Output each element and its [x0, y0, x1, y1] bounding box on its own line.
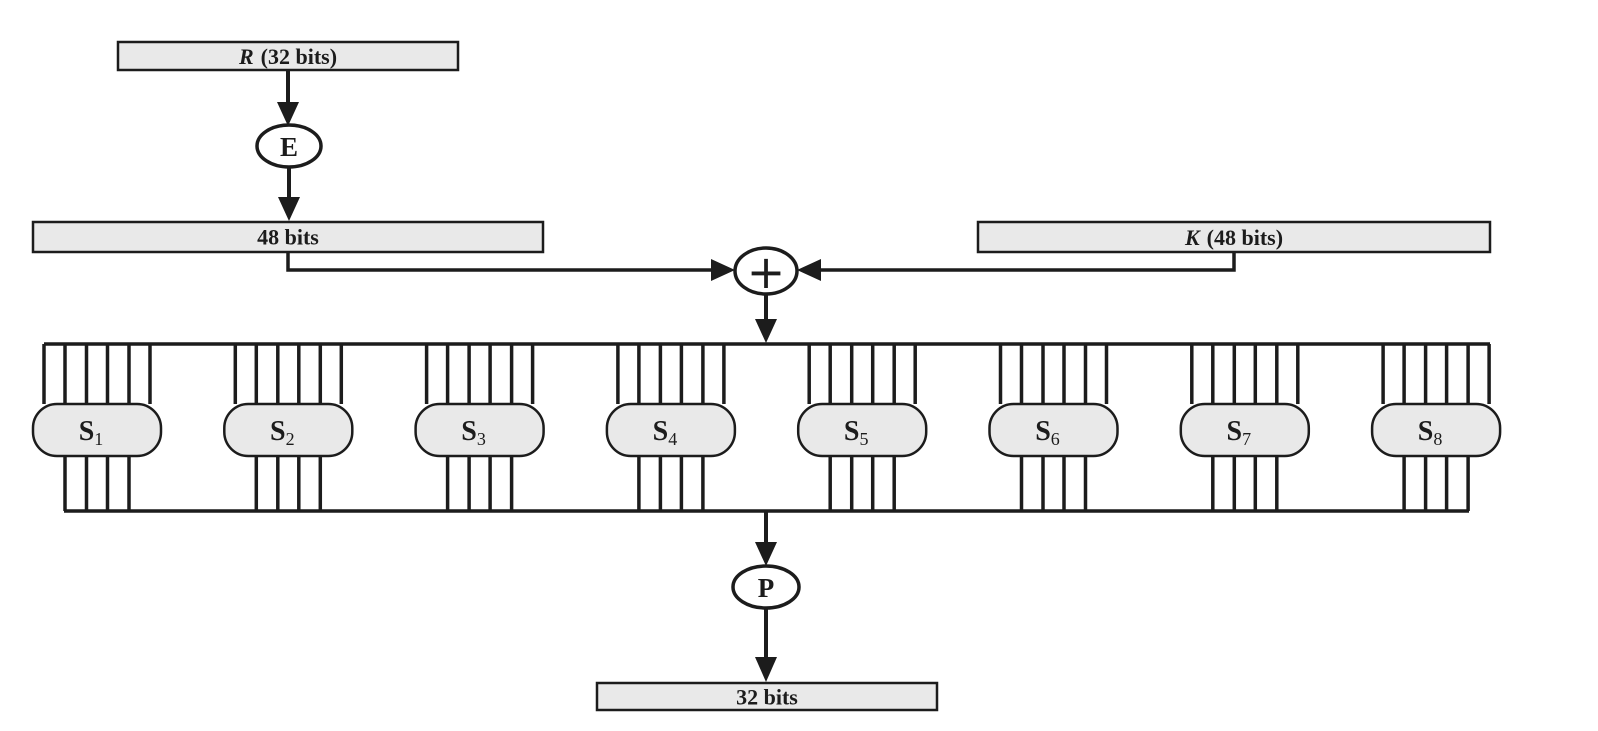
sbox-label: S8 — [1418, 416, 1443, 450]
arrow-xor-to-sboxes — [755, 294, 777, 343]
sbox-label: S4 — [653, 416, 678, 450]
sbox-s5: S5 — [796, 344, 928, 511]
sbox-s8: S8 — [1370, 344, 1502, 511]
sbox-body — [988, 402, 1119, 458]
permutation-p-label: P — [758, 573, 775, 603]
expansion-e-label: E — [280, 132, 298, 162]
sbox-label: S7 — [1227, 416, 1252, 450]
r-input-label: R(32 bits) — [238, 44, 337, 69]
arrow-key-to-xor — [797, 252, 1236, 281]
sbox-body — [31, 402, 163, 458]
arrow-p-to-32bits — [755, 608, 777, 682]
sbox-s7: S7 — [1179, 344, 1311, 511]
sbox-body — [223, 402, 354, 458]
sbox-label: S2 — [270, 416, 295, 450]
sbox-label: S1 — [79, 416, 104, 450]
sbox-body — [1179, 402, 1311, 458]
expanded-48bits-label: 48 bits — [257, 225, 319, 250]
sbox-s2: S2 — [223, 344, 354, 511]
arrow-48bits-to-xor — [286, 252, 735, 281]
sbox-body — [796, 402, 928, 458]
sbox-label: S6 — [1035, 416, 1060, 450]
output-32bits-box — [595, 681, 939, 712]
sbox-s6: S6 — [988, 344, 1119, 511]
sbox-s4: S4 — [605, 344, 737, 511]
sbox-body — [414, 402, 545, 458]
arrow-r-to-e — [277, 70, 299, 126]
key-label: K(48 bits) — [1184, 225, 1283, 250]
sbox-row: S1 S2 S3 S4 S5 S6 S7 S8 — [31, 342, 1502, 513]
arrow-e-to-48bits — [278, 167, 300, 221]
arrow-sboxes-to-p — [755, 511, 777, 566]
sbox-s1: S1 — [31, 344, 163, 511]
sbox-body — [1370, 402, 1502, 458]
output-32bits-label: 32 bits — [736, 685, 798, 710]
sbox-body — [605, 402, 737, 458]
key-box — [976, 220, 1492, 254]
sbox-label: S5 — [844, 416, 869, 450]
xor-plus-icon: + — [747, 245, 786, 299]
sbox-s3: S3 — [414, 344, 545, 511]
sbox-label: S3 — [461, 416, 486, 450]
